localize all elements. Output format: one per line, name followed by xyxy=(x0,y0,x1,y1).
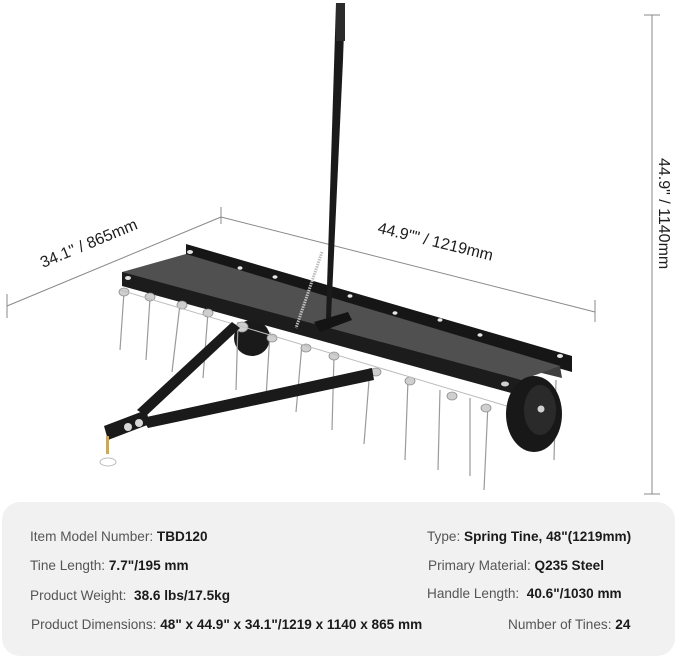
spec-number-of-tines: Number of Tines: 24 xyxy=(508,617,630,632)
spec-value: Q235 Steel xyxy=(534,558,605,573)
spec-label: Handle Length: xyxy=(427,586,527,601)
spec-label: Primary Material: xyxy=(428,558,535,573)
spec-label: Number of Tines: xyxy=(508,617,616,632)
product-illustration-area: 34.1" / 865mm 44.9"" / 1219mm 44.9" / 11… xyxy=(6,3,672,495)
spec-product-dimensions: Product Dimensions: 48" x 44.9" x 34.1"/… xyxy=(31,617,422,632)
tine-axle xyxy=(119,289,521,411)
height-dimension-label: 44.9" / 1140mm xyxy=(655,158,672,270)
spec-primary-material: Primary Material: Q235 Steel xyxy=(428,558,604,573)
spec-handle-length: Handle Length: 40.6"/1030 mm xyxy=(427,586,622,601)
spec-value: 40.6"/1030 mm xyxy=(526,586,622,601)
spec-label: Product Weight: xyxy=(30,588,135,603)
product-illustration xyxy=(6,3,660,495)
spec-value: 7.7"/195 mm xyxy=(108,558,189,573)
spec-label: Type: xyxy=(427,529,465,544)
tow-hitch xyxy=(99,322,374,467)
front-wheel-icon xyxy=(506,376,562,452)
spec-value: Spring Tine, 48"(1219mm) xyxy=(464,529,632,544)
spec-model-number: Item Model Number: TBD120 xyxy=(30,529,208,544)
handle-lever xyxy=(294,3,352,332)
spec-label: Item Model Number: xyxy=(30,529,157,544)
spec-panel: Item Model Number: TBD120 Tine Length: 7… xyxy=(2,502,675,656)
spec-type: Type: Spring Tine, 48"(1219mm) xyxy=(427,529,631,544)
spec-value: TBD120 xyxy=(156,529,208,544)
dimension-lines xyxy=(6,14,660,495)
spec-value: 48" x 44.9" x 34.1"/1219 x 1140 x 865 mm xyxy=(160,617,423,632)
spec-tine-length: Tine Length: 7.7"/195 mm xyxy=(30,558,189,573)
spec-product-weight: Product Weight: 38.6 lbs/17.5kg xyxy=(30,588,230,603)
spec-value: 38.6 lbs/17.5kg xyxy=(134,588,231,603)
spec-label: Tine Length: xyxy=(30,558,109,573)
spec-value: 24 xyxy=(615,617,631,632)
spec-label: Product Dimensions: xyxy=(31,617,161,632)
